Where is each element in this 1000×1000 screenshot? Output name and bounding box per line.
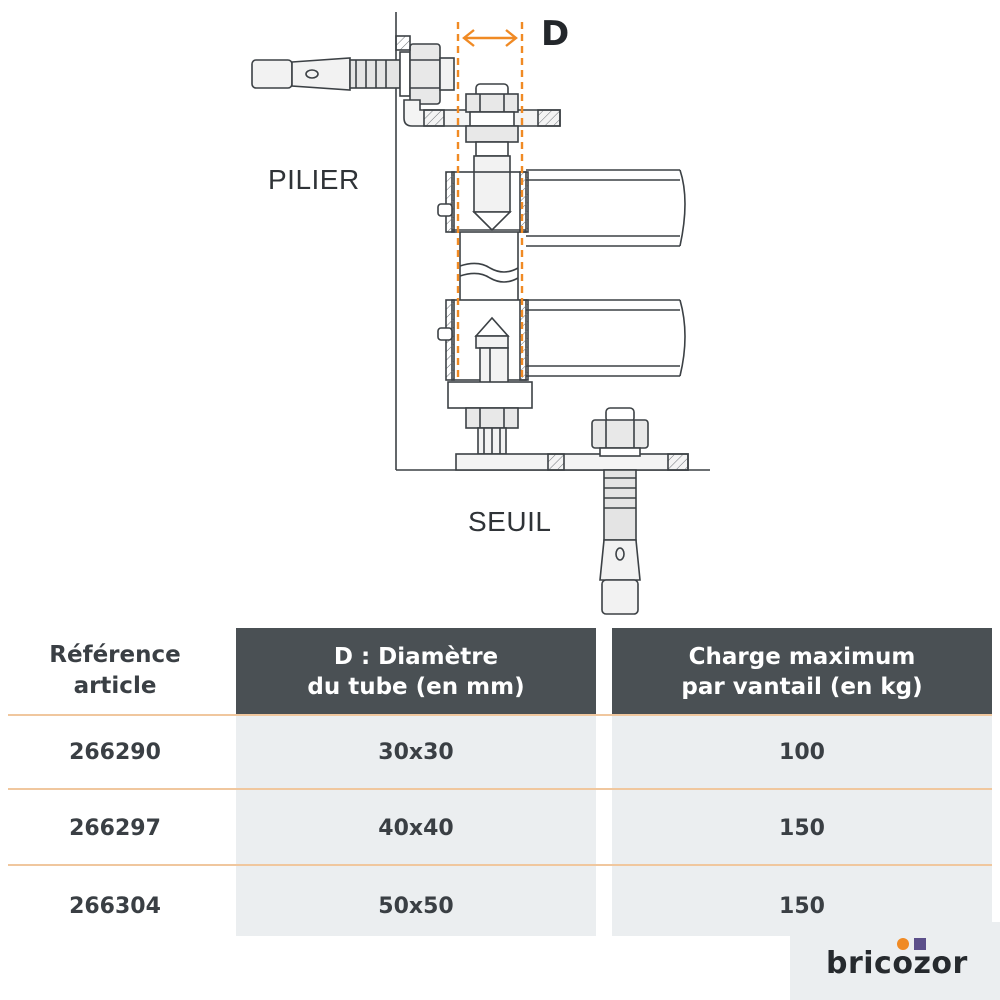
upper-pivot-nut [465,83,519,232]
load-cell: 150 [779,816,825,841]
lower-hinge-collar [437,299,529,389]
base-plate [455,453,689,471]
diameter-header-line2: du tube (en mm) [307,674,525,700]
diameter-cell: 30x30 [378,740,454,765]
vertical-tube [459,232,519,300]
load-header: Charge maximum par vantail (en kg) [612,628,992,716]
table-divider [8,788,992,790]
reference-header-line1: Référence [49,642,181,668]
floor-anchor-bolt [591,407,649,615]
table-divider [8,864,992,866]
reference-cell: 266290 [69,740,161,765]
top-anchor-bolt [251,35,455,105]
technical-diagram [251,12,710,615]
logo-purple-square-icon [914,938,926,950]
diameter-header: D : Diamètre du tube (en mm) [236,628,596,716]
lower-pivot-bolt [447,381,533,455]
pilier-label: PILIER [268,164,360,195]
upper-hinge-collar [437,171,529,233]
reference-header-line2: article [73,673,157,699]
bricozor-logo: bricozor [790,922,1000,1000]
logo-text: bricozor [826,946,968,981]
gate-frame-tube-upper [526,169,686,247]
reference-cell: 266304 [69,894,161,919]
seuil-label: SEUIL [468,506,552,537]
load-header-line1: Charge maximum [688,644,916,670]
dimension-d-label: D [541,14,570,54]
table-divider [8,714,992,716]
load-cell: 100 [779,740,825,765]
gate-frame-tube-lower [526,299,686,377]
diameter-cell: 40x40 [378,816,454,841]
diameter-header-line1: D : Diamètre [333,644,499,670]
load-cell: 150 [779,894,825,919]
reference-header: Référence article [10,640,220,702]
load-header-line2: par vantail (en kg) [681,674,923,700]
logo-orange-dot-icon [897,938,909,950]
diameter-cell: 50x50 [378,894,454,919]
reference-cell: 266297 [69,816,161,841]
dimension-d-marker [456,22,524,380]
